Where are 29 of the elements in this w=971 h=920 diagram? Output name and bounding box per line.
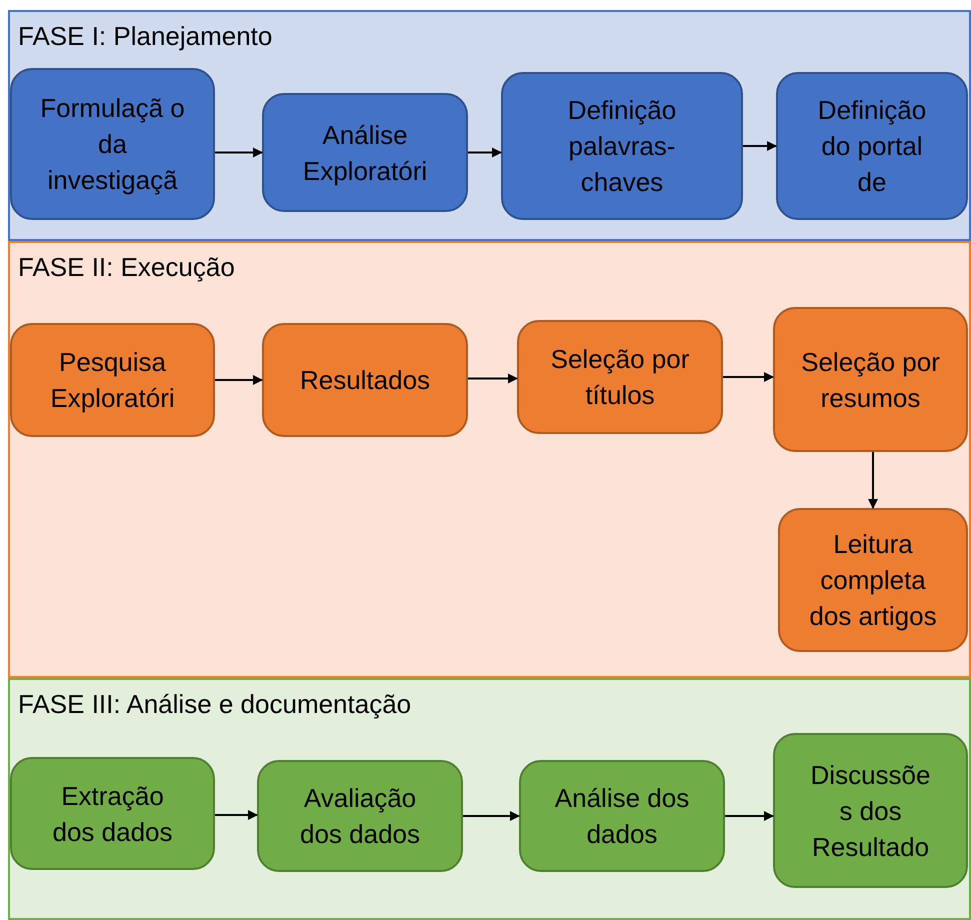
process-box: Extração dos dados	[10, 757, 215, 870]
process-box: Seleção por títulos	[517, 320, 723, 434]
phase-heading: FASE II: Execução	[18, 251, 235, 283]
process-box: Resultados	[262, 323, 468, 437]
arrow	[463, 811, 520, 821]
arrow	[215, 148, 263, 158]
arrow	[723, 372, 774, 382]
phase-panel	[8, 678, 971, 920]
arrow	[725, 811, 774, 821]
arrow	[215, 375, 263, 385]
arrow	[468, 374, 518, 384]
phase-heading: FASE I: Planejamento	[18, 20, 272, 52]
phase-panel	[8, 10, 971, 241]
phase-heading: FASE III: Análise e documentação	[18, 688, 412, 720]
process-box: Avaliação dos dados	[257, 760, 463, 872]
process-box: Análise Exploratóri	[262, 93, 468, 212]
process-box: Análise dos dados	[519, 760, 725, 872]
process-box: Definição do portal de	[776, 72, 968, 220]
process-box: Definição palavras-chaves	[501, 72, 743, 220]
arrow	[743, 141, 777, 151]
process-box: Discussõe s dos Resultado	[773, 733, 968, 888]
process-box: Leitura completa dos artigos	[778, 508, 968, 652]
process-box: Formulaçã o da investigaçã	[10, 68, 215, 220]
process-box: Pesquisa Exploratóri	[10, 323, 215, 437]
arrow	[468, 148, 502, 158]
process-box: Seleção por resumos	[773, 307, 968, 452]
arrow	[868, 452, 878, 509]
phase-panel	[8, 241, 971, 678]
arrow	[215, 810, 258, 820]
